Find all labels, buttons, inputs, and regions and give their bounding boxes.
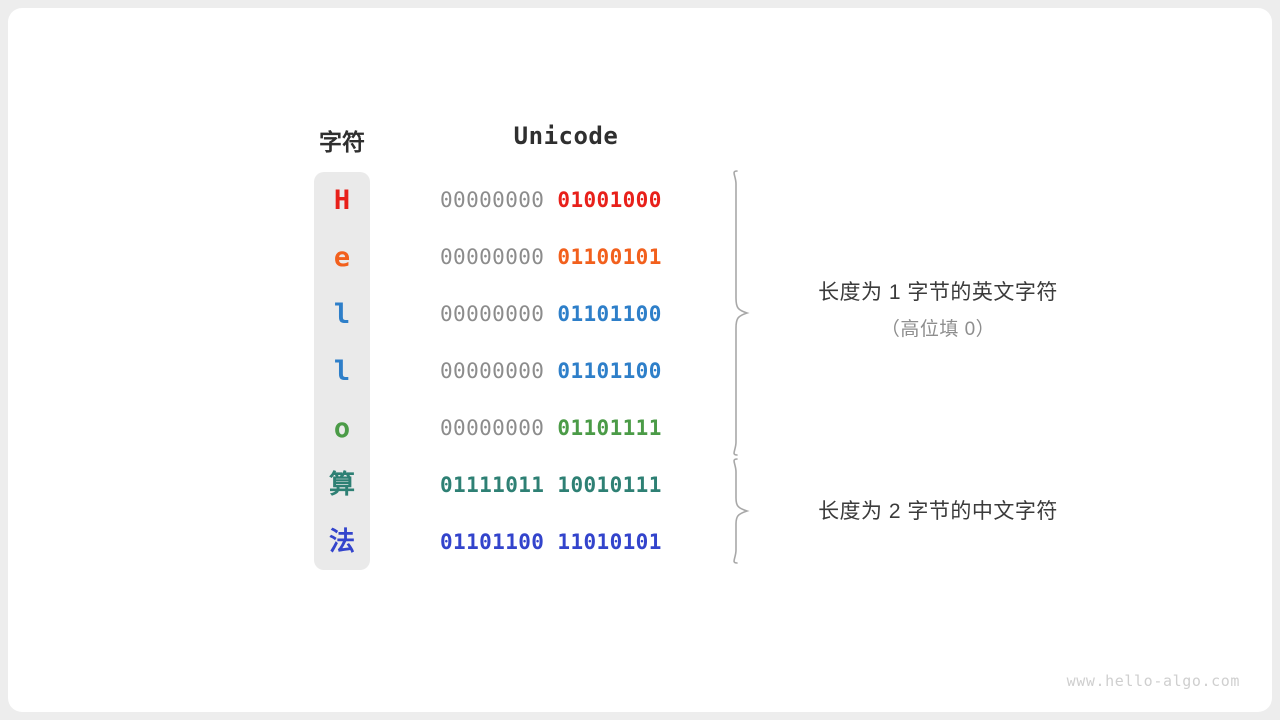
character-cell: l [333,356,351,387]
character-cell: e [333,242,351,273]
binary-row: 00000000 01101100 [440,286,692,343]
character-cell: 法 [328,527,355,557]
binary-row: 01111011 10010111 [440,457,692,514]
column-header-character: 字符 [319,129,365,155]
annotation-chinese-main: 长度为 2 字节的中文字符 [818,500,1058,523]
high-byte: 00000000 [440,359,545,383]
high-byte: 01111011 [440,473,545,497]
low-byte: 01101111 [557,416,662,440]
watermark: www.hello-algo.com [1066,672,1240,690]
binary-row: 00000000 01100101 [440,229,692,286]
binary-row: 01101100 11010101 [440,514,692,571]
low-byte: 01100101 [557,245,662,269]
binary-row: 00000000 01101111 [440,400,692,457]
low-byte: 01001000 [557,188,662,212]
high-byte: 00000000 [440,302,545,326]
annotation-english: 长度为 1 字节的英文字符 （高位填 0） [778,276,1098,341]
character-cell: H [333,185,351,216]
low-byte: 01101100 [557,359,662,383]
binary-row: 00000000 01101100 [440,343,692,400]
column-header-unicode: Unicode [513,122,619,150]
character-cell: o [333,413,351,444]
annotation-english-sub: （高位填 0） [880,319,996,340]
character-cell: 算 [328,470,355,500]
low-byte: 01101100 [557,302,662,326]
annotation-english-main: 长度为 1 字节的英文字符 [818,281,1058,304]
brace-english-rows [733,170,750,456]
character-column-background [314,172,370,570]
low-byte: 10010111 [557,473,662,497]
high-byte: 00000000 [440,245,545,269]
low-byte: 11010101 [557,530,662,554]
brace-chinese-rows [733,458,750,564]
high-byte: 00000000 [440,188,545,212]
annotation-chinese: 长度为 2 字节的中文字符 [778,495,1098,525]
high-byte: 01101100 [440,530,545,554]
high-byte: 00000000 [440,416,545,440]
diagram-card: 字符 Unicode H 00000000 01001000 e 00000000 0… [8,8,1272,712]
character-cell: l [333,299,351,330]
binary-row: 00000000 01001000 [440,172,692,229]
